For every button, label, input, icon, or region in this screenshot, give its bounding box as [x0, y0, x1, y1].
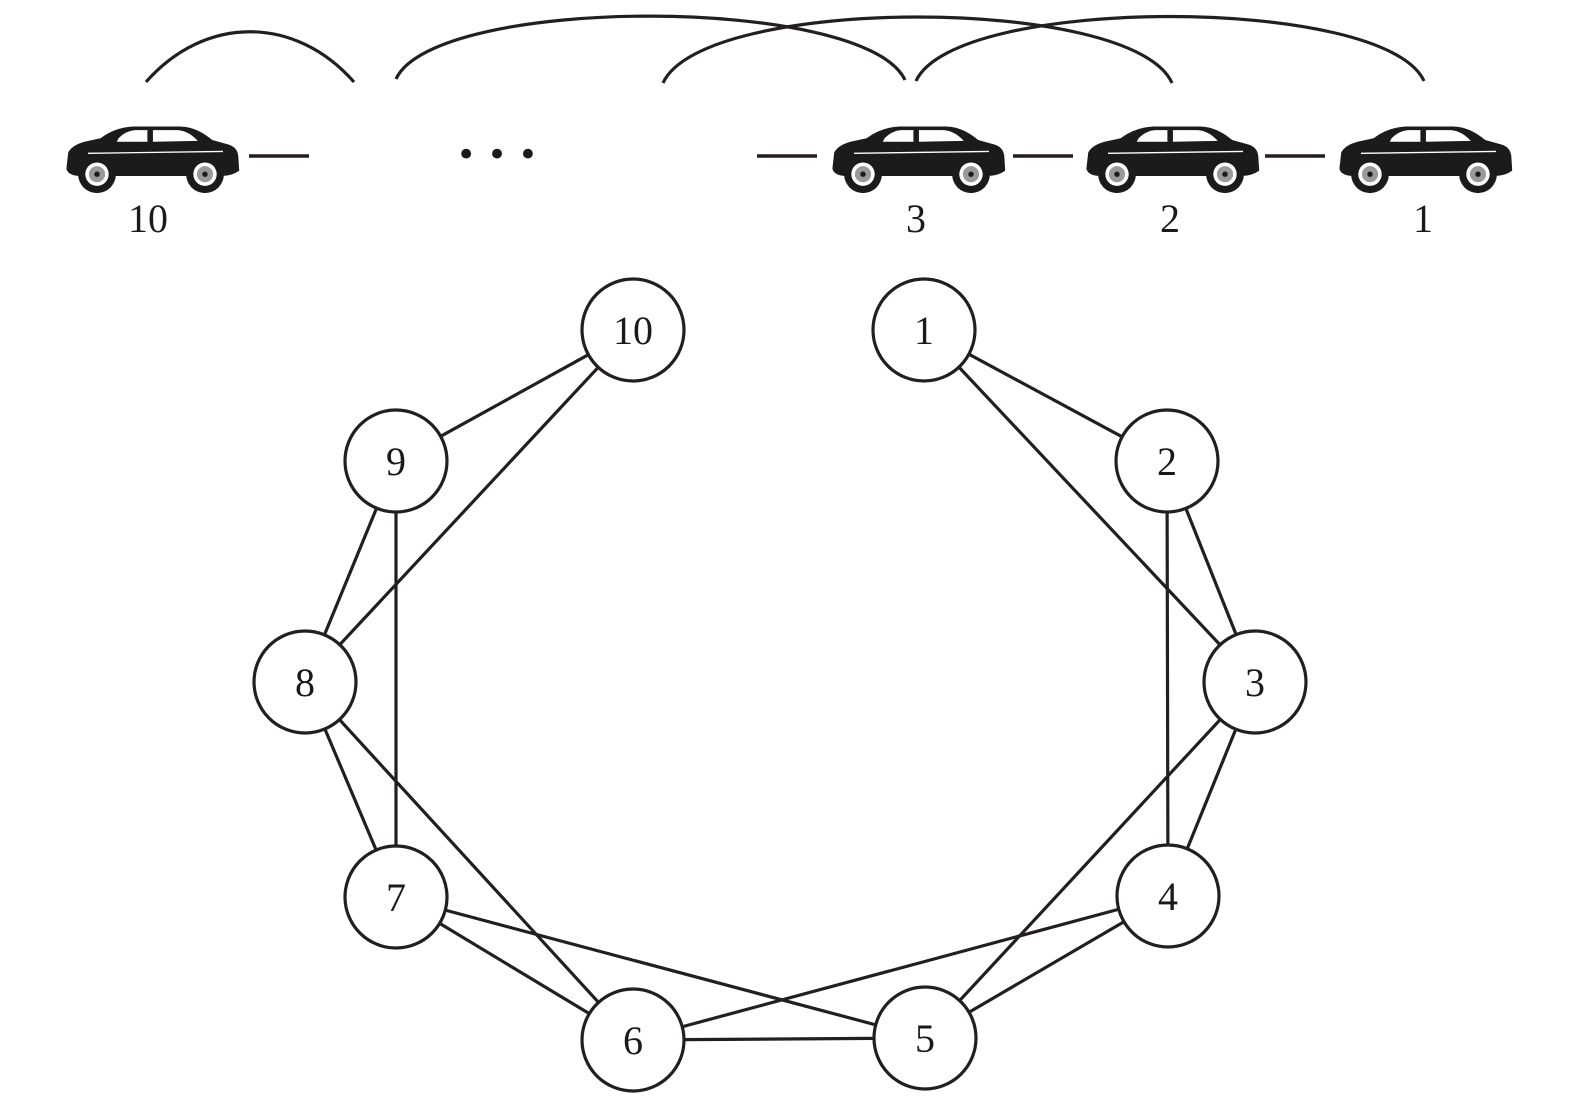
node-6: 6 — [580, 987, 686, 1093]
vehicle-label-10: 10 — [128, 196, 168, 241]
arc-to-3 — [394, 14, 907, 81]
edge-2-4 — [1165, 510, 1170, 847]
car-icon — [1086, 126, 1260, 194]
node-label: 6 — [623, 1018, 643, 1063]
car-icon — [1339, 126, 1513, 194]
node-circle — [580, 987, 686, 1093]
platoon: • • • 10 3 2 1 — [66, 14, 1513, 241]
node-circle — [343, 408, 449, 514]
graph-edges — [322, 352, 1238, 1042]
edge-8-10 — [338, 365, 600, 647]
node-9: 9 — [343, 408, 449, 514]
vehicle-1 — [1339, 126, 1513, 194]
node-8: 8 — [252, 629, 358, 735]
node-5: 5 — [872, 985, 978, 1091]
edge-7-8 — [323, 727, 378, 852]
car-icon — [832, 126, 1006, 194]
topology-graph: 1 2 3 4 5 6 7 8 9 10 — [252, 277, 1308, 1093]
node-label: 1 — [914, 308, 934, 353]
vehicle-label-3: 3 — [906, 196, 926, 241]
vehicle-2 — [1086, 126, 1260, 194]
vehicle-label-2: 2 — [1160, 196, 1180, 241]
edge-5-7 — [443, 908, 878, 1027]
car-icon — [66, 126, 240, 194]
node-label: 4 — [1158, 874, 1178, 919]
node-label: 2 — [1157, 439, 1177, 484]
node-circle — [252, 629, 358, 735]
vehicle-label-1: 1 — [1413, 196, 1433, 241]
edge-6-7 — [438, 921, 591, 1016]
node-circle — [343, 844, 449, 950]
arc-3-1 — [914, 15, 1426, 82]
edge-1-3 — [957, 365, 1222, 647]
edge-1-2 — [967, 352, 1124, 439]
edge-6-8 — [337, 718, 601, 1004]
node-circle — [1114, 408, 1220, 514]
node-label: 5 — [915, 1016, 935, 1061]
node-label: 3 — [1245, 660, 1265, 705]
node-label: 8 — [295, 660, 315, 705]
edge-4-6 — [680, 907, 1121, 1029]
graph-nodes: 1 2 3 4 5 6 7 8 9 10 — [252, 277, 1308, 1093]
node-7: 7 — [343, 844, 449, 950]
node-3: 3 — [1202, 629, 1308, 735]
edge-8-9 — [322, 506, 379, 637]
arc-10-9 — [144, 30, 356, 84]
node-label: 9 — [386, 439, 406, 484]
node-circle — [871, 277, 977, 383]
edge-3-4 — [1185, 727, 1238, 851]
edge-2-3 — [1184, 506, 1238, 637]
edge-5-6 — [682, 1036, 876, 1042]
node-2: 2 — [1114, 408, 1220, 514]
edge-9-10 — [439, 353, 590, 438]
node-label: 10 — [613, 308, 653, 353]
node-circle — [1115, 843, 1221, 949]
vehicle-3 — [832, 126, 1006, 194]
edge-3-5 — [958, 717, 1222, 1003]
node-circle — [580, 277, 686, 383]
vehicle-10 — [66, 126, 240, 194]
arc-to-2 — [661, 15, 1174, 84]
node-4: 4 — [1115, 843, 1221, 949]
communication-arcs — [144, 14, 1426, 84]
node-circle — [872, 985, 978, 1091]
node-label: 7 — [386, 875, 406, 920]
node-10: 10 — [580, 277, 686, 383]
node-1: 1 — [871, 277, 977, 383]
edge-4-5 — [967, 920, 1126, 1014]
node-circle — [1202, 629, 1308, 735]
ellipsis: • • • — [456, 135, 538, 175]
